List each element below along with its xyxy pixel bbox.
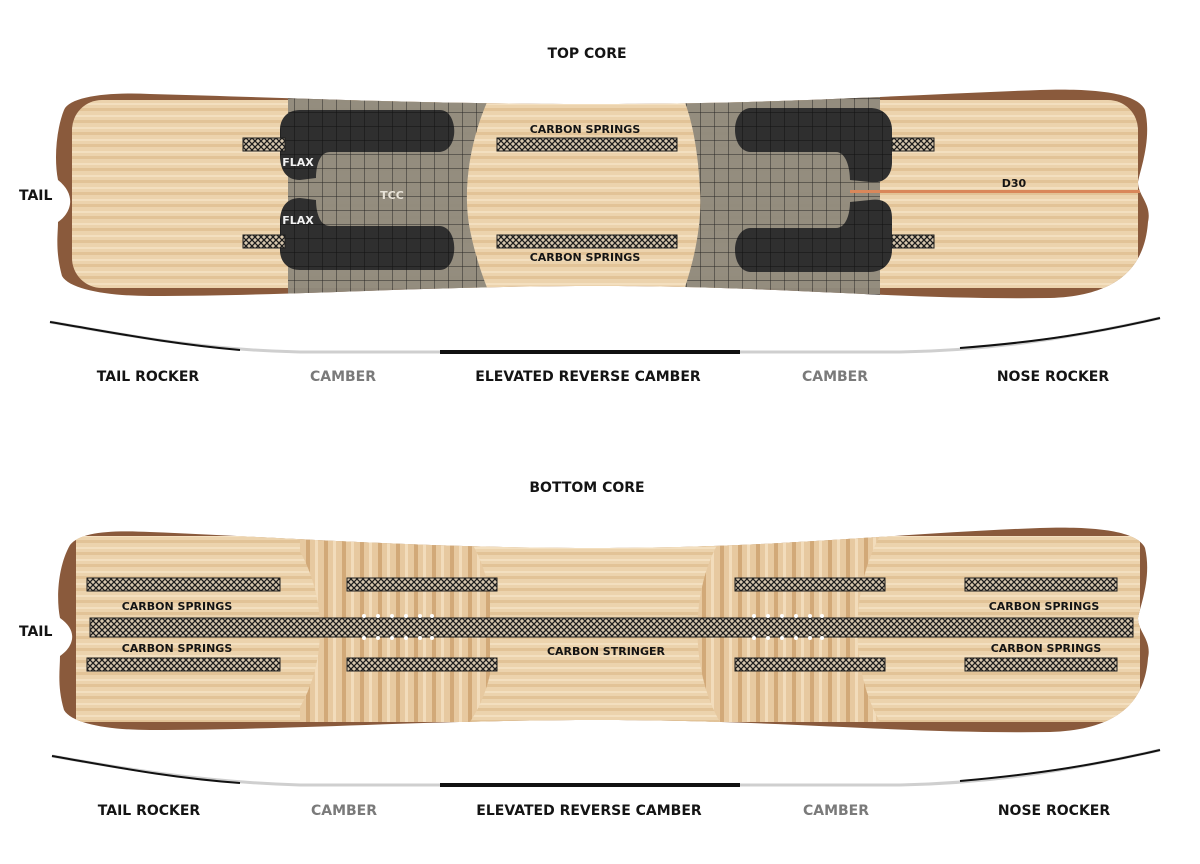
top-camber-right-label: CAMBER	[802, 369, 868, 385]
top-profile-line-dark-left	[49, 321, 241, 351]
top-elevated-label: ELEVATED REVERSE CAMBER	[475, 369, 701, 385]
top-carbon-bar-tl	[242, 137, 286, 152]
top-carbon-bar-bl	[242, 234, 286, 249]
bottom-carbon-bar-7	[734, 657, 886, 672]
bottom-camber-left-label: CAMBER	[311, 803, 377, 819]
bottom-nose-rocker-label: NOSE ROCKER	[998, 803, 1111, 819]
top-carbon-bar-tr	[891, 137, 935, 152]
flax-label-lower: FLAX	[282, 214, 314, 227]
top-carbon-bar-mid-lower	[496, 234, 678, 249]
top-profile	[49, 316, 1161, 354]
top-tail-label: TAIL	[19, 188, 53, 204]
bottom-carbon-bar-5	[86, 657, 281, 672]
bottom-profile	[51, 748, 1161, 787]
flax-label-upper: FLAX	[282, 156, 314, 169]
carbon-stringer	[89, 617, 1134, 638]
d30-line	[850, 190, 1140, 193]
bottom-profile-line-dark-left	[51, 755, 241, 784]
binding-inserts-left	[362, 614, 434, 640]
flax-pad-upper-left	[280, 110, 455, 180]
bottom-camber-right-label: CAMBER	[803, 803, 869, 819]
bottom-carbon-springs-bl-label: CARBON SPRINGS	[122, 642, 233, 655]
bottom-carbon-springs-tr-label: CARBON SPRINGS	[989, 600, 1100, 613]
tcc-label: TCC	[380, 189, 404, 202]
bottom-tail-label: TAIL	[19, 624, 53, 640]
top-core-title: TOP CORE	[547, 46, 626, 62]
bottom-carbon-springs-tl-label: CARBON SPRINGS	[122, 600, 233, 613]
top-tail-rocker-label: TAIL ROCKER	[97, 369, 200, 385]
bottom-tail-rocker-label: TAIL ROCKER	[98, 803, 201, 819]
bottom-carbon-bar-3	[734, 577, 886, 592]
binding-inserts-right	[752, 614, 824, 640]
top-nose-rocker-label: NOSE ROCKER	[997, 369, 1110, 385]
carbon-stringer-label: CARBON STRINGER	[547, 645, 666, 658]
top-camber-left-label: CAMBER	[310, 369, 376, 385]
bottom-profile-line	[51, 748, 1161, 787]
bottom-elevated-label: ELEVATED REVERSE CAMBER	[476, 803, 702, 819]
bottom-carbon-bar-8	[964, 657, 1118, 672]
pad-upper-right	[735, 108, 892, 183]
top-board: FLAX FLAX TCC CARBON SPRINGS CARBON SPRI…	[56, 89, 1149, 299]
top-carbon-springs-upper-label: CARBON SPRINGS	[530, 123, 641, 136]
pad-lower-right	[735, 199, 892, 272]
bottom-board: CARBON SPRINGS CARBON SPRINGS CARBON SPR…	[58, 527, 1149, 733]
bottom-profile-line-dark-right	[959, 749, 1161, 782]
flax-pad-lower-left	[280, 198, 455, 270]
bottom-core-title: BOTTOM CORE	[529, 480, 644, 496]
d30-label: D30	[1002, 177, 1027, 190]
bottom-carbon-bar-1	[86, 577, 281, 592]
bottom-carbon-bar-4	[964, 577, 1118, 592]
top-carbon-bar-br	[891, 234, 935, 249]
top-profile-line-dark-right	[959, 317, 1161, 349]
bottom-carbon-springs-br-label: CARBON SPRINGS	[991, 642, 1102, 655]
bottom-carbon-bar-2	[346, 577, 498, 592]
top-carbon-springs-lower-label: CARBON SPRINGS	[530, 251, 641, 264]
top-carbon-bar-mid-upper	[496, 137, 678, 152]
bottom-carbon-bar-6	[346, 657, 498, 672]
